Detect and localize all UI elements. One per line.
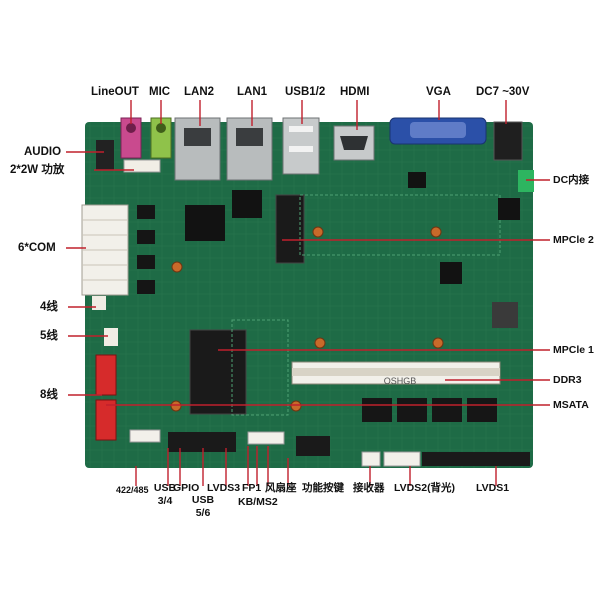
label-422-485: 422/485 [116, 485, 149, 495]
label-wire5: 5线 [40, 330, 58, 342]
label-gpio: GPIO [173, 482, 200, 494]
label-usb56-line2: 5/6 [195, 507, 211, 519]
label-mic: MIC [149, 86, 171, 98]
label-wire8: 8线 [40, 389, 58, 401]
label-dc: DC7 ~30V [476, 86, 530, 98]
label-ir: 接收器 [353, 482, 385, 494]
label-lvds2: LVDS2(背光) [394, 482, 456, 494]
bottom-header-row [168, 432, 236, 452]
main-chip [185, 205, 225, 241]
label-lineout: LineOUT [91, 86, 139, 98]
mpcie2-slot [275, 194, 305, 264]
label-fan: 风扇座 [265, 482, 297, 494]
label-lvds3: LVDS3 [207, 482, 241, 494]
label-usb34-line1: USB [153, 482, 177, 494]
label-lan1: LAN1 [237, 86, 268, 98]
lvds1-header [422, 452, 530, 466]
bottom-connector-1 [129, 429, 161, 443]
sata-connector-top [95, 354, 117, 396]
audio-header [96, 140, 114, 170]
label-kbms2: KB/MS2 [238, 496, 278, 508]
label-lan2: LAN2 [184, 86, 215, 98]
amp-connector [123, 159, 161, 173]
label-hdmi: HDMI [340, 86, 370, 98]
label-msata: MSATA [553, 399, 589, 411]
label-usb34-line2: 3/4 [157, 495, 173, 507]
label-mpcie2: MPCle 2 [553, 234, 594, 246]
label-ddr3: DDR3 [553, 374, 582, 386]
label-lvds1: LVDS1 [476, 482, 510, 494]
mounting-holes [170, 226, 444, 412]
label-usb56: USB 5/6 [188, 494, 218, 520]
lan2-port [174, 117, 221, 181]
mpcie1-slot [189, 329, 247, 415]
label-dc-internal: DC内接 [553, 174, 590, 186]
label-audio: AUDIO [24, 146, 62, 158]
callout-lines [66, 100, 550, 486]
com-headers [81, 204, 129, 296]
label-func-keys: 功能按键 [302, 482, 344, 494]
label-amp: 2*2W 功放 [10, 164, 65, 176]
label-usb12: USB1/2 [285, 86, 326, 98]
label-fp1: FP1 [242, 482, 262, 494]
sata-connector-bottom [95, 399, 117, 441]
dc-internal-connector [518, 170, 534, 192]
ddr-marking: OSHGB [384, 376, 417, 386]
label-usb34: USB 3/4 [150, 482, 180, 508]
dc-jack [493, 121, 523, 161]
lan1-port [226, 117, 273, 181]
label-vga: VGA [426, 86, 451, 98]
label-usb56-line1: USB [191, 494, 215, 506]
label-mpcie1: MPCle 1 [553, 344, 594, 356]
label-com: 6*COM [18, 242, 56, 254]
label-wire4: 4线 [40, 301, 58, 313]
